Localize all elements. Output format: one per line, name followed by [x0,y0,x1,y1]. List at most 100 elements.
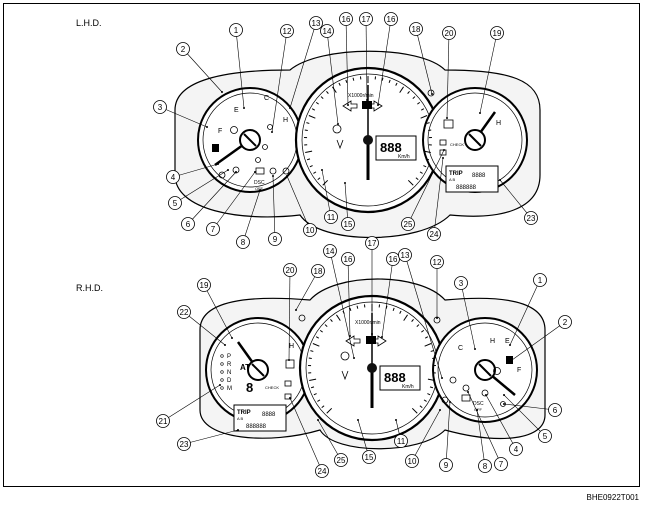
callout-anchor [295,309,297,311]
rhd-trip-digits: 8888 [262,412,276,418]
callout-number: 14 [323,27,332,36]
callout-circle [409,22,423,36]
callout-anchor [395,419,397,421]
callout-number: 11 [397,437,406,446]
gear-letter: R [227,362,232,368]
callout-anchor [224,344,226,346]
lhd-odo-digits: 888888 [456,185,477,191]
callout-leader [433,157,444,235]
callout-circle [311,264,325,278]
callout-circle [324,210,338,224]
callout-number: 15 [365,453,374,462]
callout-number: 3 [158,103,163,112]
callout-leader [509,279,541,346]
rhd-engine-icon [340,351,350,361]
callout-leader [159,106,208,128]
lhd-speed-ticks [304,76,432,186]
callout-anchor [371,333,373,335]
callout-number: 18 [314,267,323,276]
callout-leader [162,384,221,422]
lhd-fuel-icon [212,144,219,152]
callout-anchor [476,409,478,411]
callout-anchor [349,335,351,337]
callout-number: 23 [180,440,189,449]
callout-number: 10 [408,457,417,466]
callout-circle [181,217,195,231]
lhd-kmh: Km/h [398,154,410,160]
callout-leader [187,171,237,225]
callout-circle [315,464,329,478]
callout-leader [485,394,517,450]
callout-number: 1 [538,276,543,285]
callout-number: 8 [483,462,488,471]
callout-circle [430,255,444,269]
callout-number: 2 [563,318,568,327]
rhd-temp-hot: H [490,338,495,345]
lhd-trip-sub: A B [449,177,456,182]
callout-leader [295,270,319,311]
callout-anchor [272,175,274,177]
callout-leader [503,403,556,411]
rhd-trip-label: TRIP [237,410,251,416]
lhd-check-label: CHECK [450,142,464,147]
callout-leader [415,28,433,95]
callout-number: 6 [186,220,191,229]
callout-leader [445,401,451,466]
lhd-dsc-label: DSC [254,180,265,186]
callout-anchor [231,337,233,339]
lhd-turn-left-icon [342,100,358,112]
callout-number: 2 [181,45,186,54]
callout-leader [288,269,291,361]
callout-number: 5 [173,199,178,208]
rhd-check-label: CHECK [265,385,279,390]
callout-number: 17 [362,15,371,24]
lhd-digital-speed [375,135,417,161]
lhd-highbeam-icon [362,101,372,109]
callout-anchor [485,394,487,396]
callout-number: 1 [234,26,239,35]
callout-circle [384,12,398,26]
callout-leader [467,391,502,465]
callout-circle [394,434,408,448]
lhd-trip-digits: 8888 [472,173,486,179]
callout-leader [174,169,229,204]
callout-leader [446,32,450,119]
lhd-dsc-off: OFF [255,186,264,191]
callout-number: 12 [433,258,442,267]
callout-leader [511,321,566,361]
callout-number: 13 [312,19,321,28]
callout-number: 3 [459,279,464,288]
callout-leader [235,29,245,109]
callout-number: 5 [543,432,548,441]
callout-number: 18 [412,25,421,34]
callout-number: 7 [499,460,504,469]
rhd-temp-cold: C [458,345,463,352]
callout-anchor [499,179,501,181]
callout-anchor [479,112,481,114]
rhd-digits: 888 [384,370,406,385]
rhd-dsc-off: OFF [474,407,483,412]
callout-leader [172,163,219,178]
callout-anchor [286,175,288,177]
callout-leader [272,175,276,240]
callout-circle [538,429,552,443]
figure-code: BHE0922T001 [586,493,639,502]
callout-number: 16 [387,15,396,24]
callout-leader [289,22,317,109]
callout-leader [203,284,233,339]
callout-circle [309,16,323,30]
callout-anchor [439,409,441,411]
callout-leader [404,254,443,379]
callout-circle [341,252,355,266]
callout-circle [490,26,504,40]
callout-circle [478,459,492,473]
callout-circle [439,458,453,472]
rhd-at-label: AT [240,363,250,372]
lhd-trip-display [445,165,499,193]
callout-circle [494,457,508,471]
callout-anchor [353,357,355,359]
lhd-engine-icon [332,124,342,134]
lhd-cluster: 888 Km/h X1000r/min F E H C DSC OFF H CH… [174,50,541,239]
